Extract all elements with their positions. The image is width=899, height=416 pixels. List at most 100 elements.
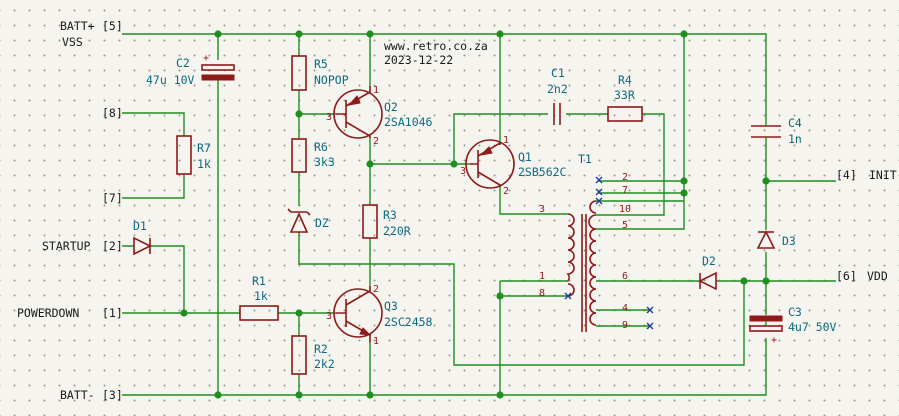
polarity-plus: + <box>203 53 209 64</box>
r2-value: 2k2 <box>314 357 335 371</box>
diode-d1: D1 <box>133 219 152 256</box>
transformer-t1: T1 2 7 10 5 3 1 8 6 4 9 <box>539 152 631 332</box>
transistor-q3: 3 2 1 Q3 2SC2458 <box>326 284 433 347</box>
q2-ref: Q2 <box>384 100 398 114</box>
junction-dot <box>740 277 748 285</box>
c2-value: 47u 10V <box>146 73 195 87</box>
t1-pin-3: 3 <box>539 204 545 215</box>
r4-value: 33R <box>614 88 635 102</box>
capacitor-c2: + C2 47u 10V <box>146 53 235 87</box>
resistor-r5: R5 NOPOP <box>291 55 349 91</box>
capacitor-c4: C4 1n <box>751 116 802 146</box>
net-label-vss: VSS <box>62 35 83 49</box>
r7-ref: R7 <box>197 141 211 155</box>
q1-pin-2: 2 <box>503 186 509 197</box>
d1-ref: D1 <box>133 219 147 233</box>
t1-pin-9: 9 <box>622 320 628 331</box>
junction-dot <box>366 30 374 38</box>
no-connect-mark <box>595 197 603 205</box>
r5-ref: R5 <box>314 57 328 71</box>
r3-value: 220R <box>383 224 411 238</box>
resistor-r6: R6 3k3 <box>291 138 335 173</box>
dz-ref: DZ <box>315 216 329 230</box>
junction-dot <box>680 189 688 197</box>
c1-value: 2n2 <box>547 82 568 96</box>
net-pin-8: [8] <box>102 106 123 120</box>
junction-dot <box>366 160 374 168</box>
r6-ref: R6 <box>314 140 328 154</box>
t1-pin-10: 10 <box>619 204 631 215</box>
resistor-r3: R3 220R <box>362 204 411 239</box>
net-pin-startup: [2] <box>102 239 123 253</box>
wires <box>122 33 836 396</box>
net-pin-7: [7] <box>102 191 123 205</box>
junction-dot <box>366 391 374 399</box>
c3-value: 4u7 50V <box>788 320 837 334</box>
drawing-date: 2023-12-22 <box>384 53 453 67</box>
net-pin-vdd: [6] <box>836 269 857 283</box>
net-label-init: INIT <box>869 168 897 182</box>
t1-ref: T1 <box>578 152 592 166</box>
junction-dot <box>295 30 303 38</box>
t1-pin-5: 5 <box>622 220 628 231</box>
q1-ref: Q1 <box>518 150 532 164</box>
c3-ref: C3 <box>788 305 802 319</box>
t1-pin-2: 2 <box>622 172 628 183</box>
no-connect-mark <box>595 176 603 184</box>
net-labels: BATT+ [5] VSS [8] [7] STARTUP [2] POWERD… <box>17 19 897 402</box>
c4-value: 1n <box>788 132 802 146</box>
c2-ref: C2 <box>176 56 190 70</box>
q3-pin-1: 1 <box>373 336 379 347</box>
d3-ref: D3 <box>782 234 796 248</box>
junction-dot <box>680 30 688 38</box>
junction-dot <box>496 391 504 399</box>
t1-pin-6: 6 <box>622 271 628 282</box>
q1-value: 2SB562C <box>518 165 567 179</box>
net-pin-init: [4] <box>836 168 857 182</box>
transistor-q2: 3 1 2 Q2 2SA1046 <box>326 85 433 147</box>
r3-ref: R3 <box>383 208 397 222</box>
d2-ref: D2 <box>702 254 716 268</box>
source-url: www.retro.co.za <box>384 39 488 53</box>
t1-pin-7: 7 <box>622 185 628 196</box>
no-connect-mark <box>646 322 654 330</box>
q2-value: 2SA1046 <box>384 115 433 129</box>
q1-pin-3: 3 <box>460 166 466 177</box>
resistor-r7: R7 1k <box>176 135 211 175</box>
junction-dot <box>295 309 303 317</box>
header-notes: www.retro.co.za 2023-12-22 <box>384 39 488 67</box>
net-label-startup: STARTUP <box>42 239 91 253</box>
r2-ref: R2 <box>314 342 328 356</box>
resistor-r4: R4 33R <box>607 73 643 122</box>
resistor-r2: R2 2k2 <box>291 335 335 375</box>
junction-dot <box>295 391 303 399</box>
r1-ref: R1 <box>252 274 266 288</box>
net-pin-batt-plus: [5] <box>102 19 123 33</box>
c1-ref: C1 <box>551 66 565 80</box>
junction-dot <box>496 292 504 300</box>
polarity-plus: + <box>771 335 777 346</box>
q2-pin-1: 1 <box>373 85 379 96</box>
net-label-powerdown: POWERDOWN <box>17 306 79 320</box>
junction-dot <box>180 309 188 317</box>
junction-dot <box>680 177 688 185</box>
junction-dot <box>295 110 303 118</box>
q3-pin-3: 3 <box>326 311 332 322</box>
r5-value: NOPOP <box>314 73 349 87</box>
net-label-batt-plus: BATT+ <box>60 19 95 33</box>
resistor-r1: R1 1k <box>239 274 279 321</box>
no-connect-mark <box>646 306 654 314</box>
capacitor-c1: C1 2n2 <box>547 66 568 125</box>
q3-pin-2: 2 <box>373 284 379 295</box>
diode-d2: D2 <box>698 254 717 291</box>
junction-dot <box>762 277 770 285</box>
net-label-vdd: VDD <box>867 269 888 283</box>
q3-ref: Q3 <box>384 299 398 313</box>
transistor-q1: 3 1 2 Q1 2SB562C <box>460 135 567 197</box>
t1-pin-4: 4 <box>622 303 628 314</box>
junction-dot <box>214 391 222 399</box>
net-pin-powerdown: [1] <box>102 306 123 320</box>
q2-pin-3: 3 <box>326 112 332 123</box>
junction-dot <box>450 160 458 168</box>
junction-dot <box>496 30 504 38</box>
